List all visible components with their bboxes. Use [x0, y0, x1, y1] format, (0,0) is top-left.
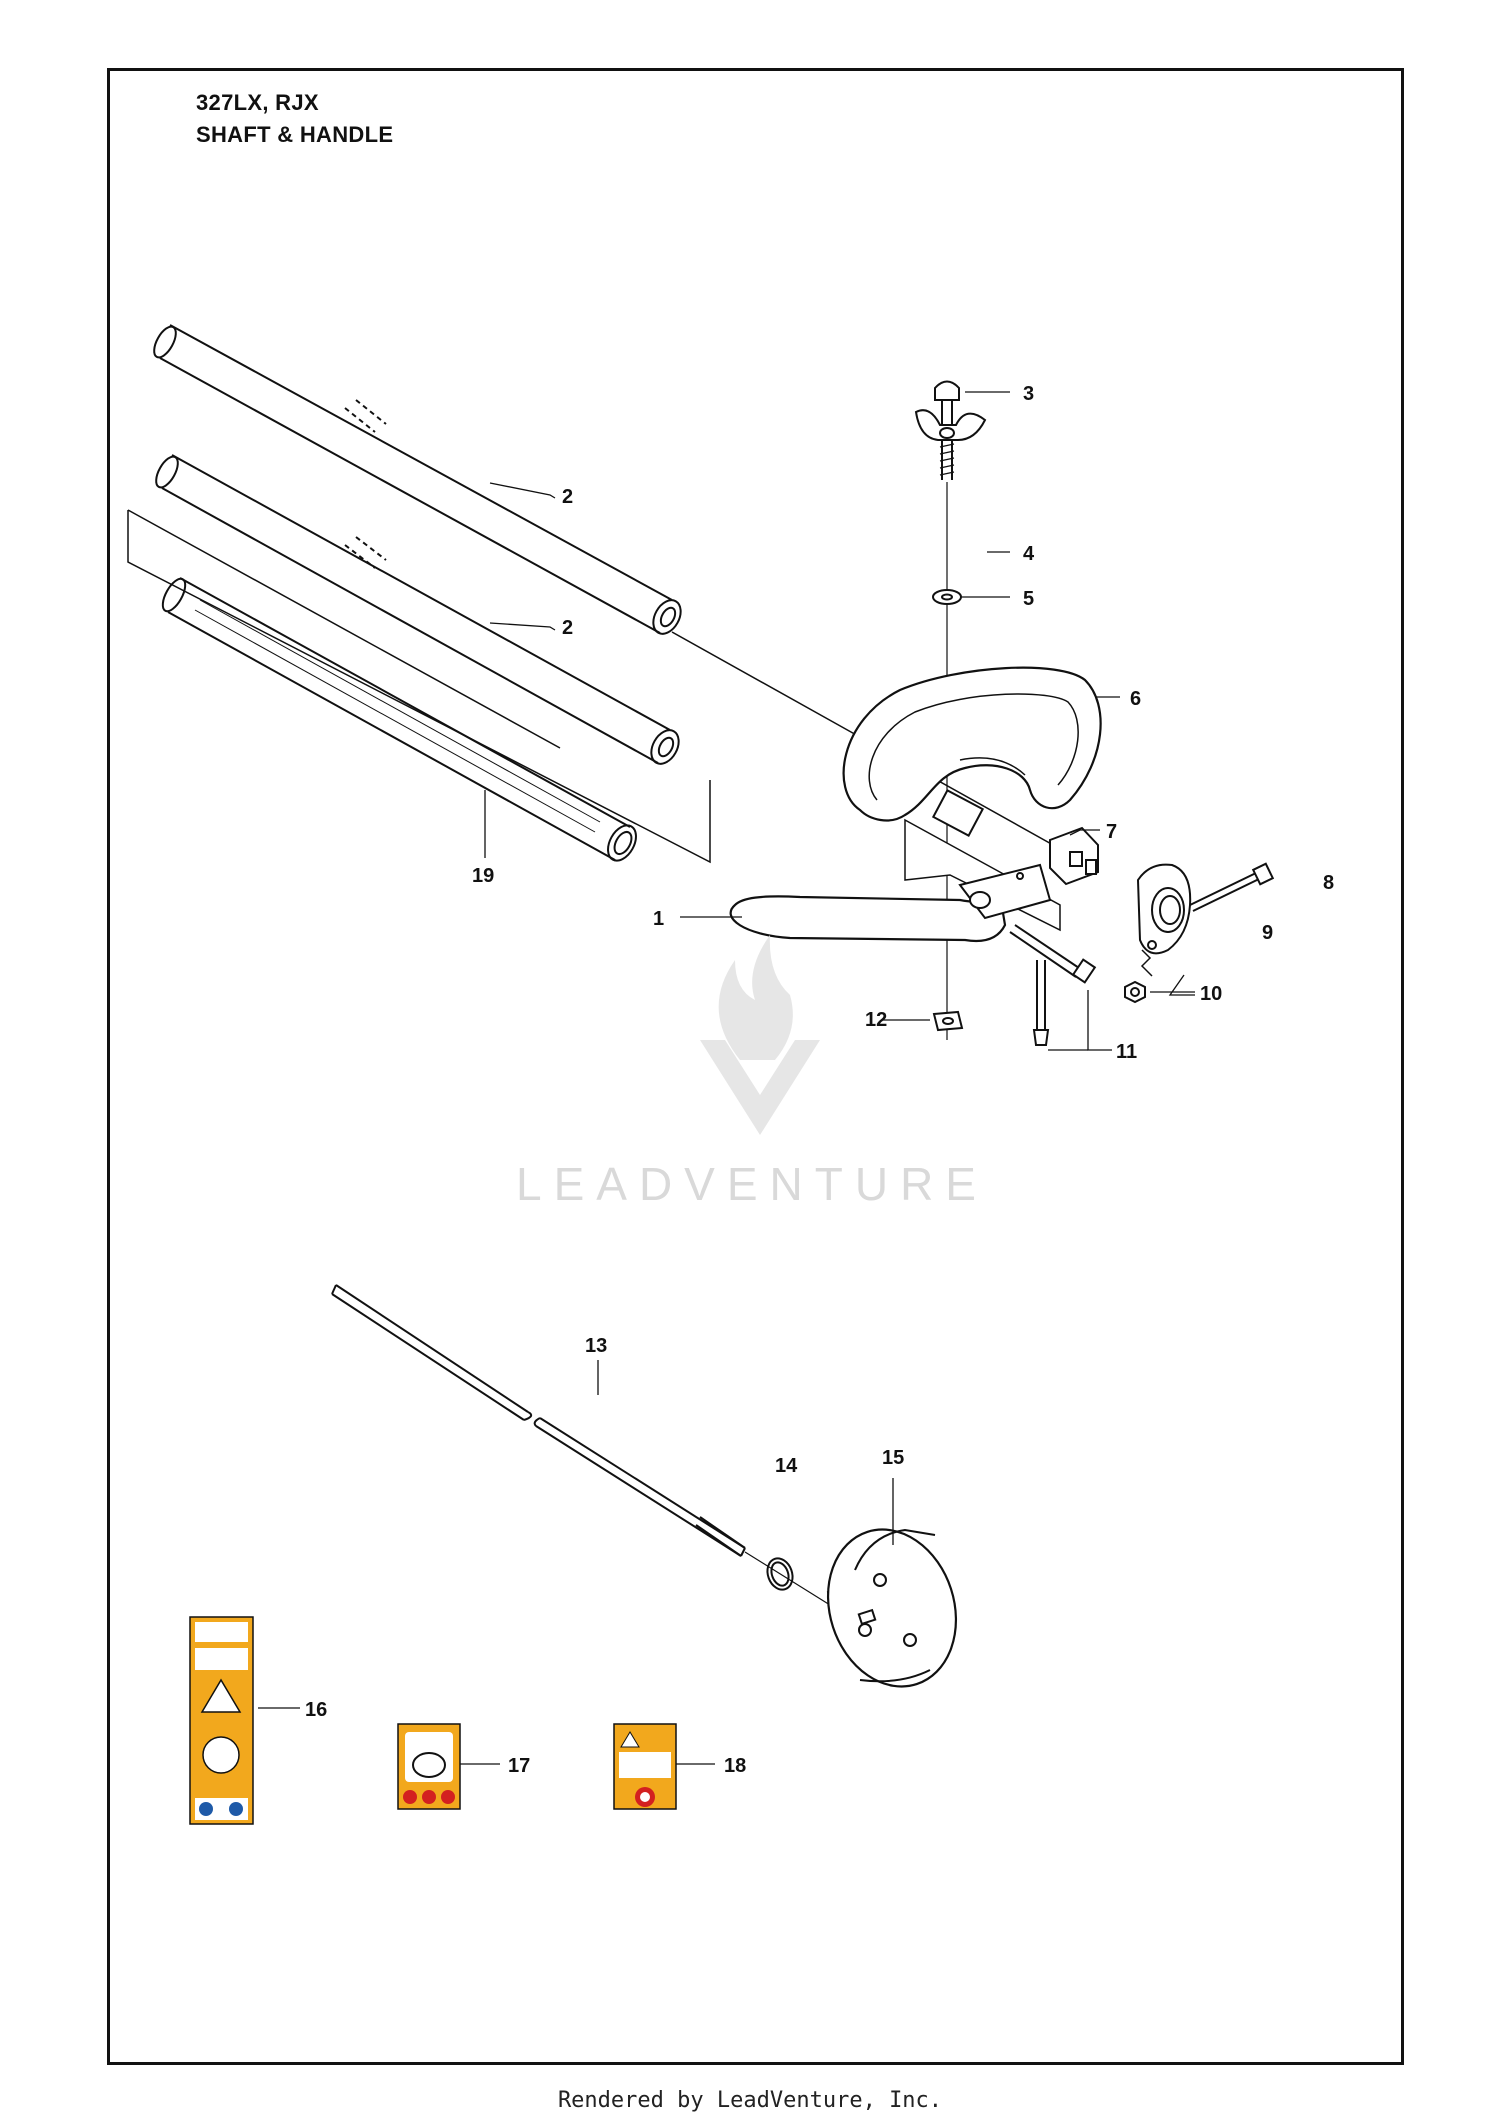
watermark-logo	[700, 935, 820, 1135]
clutch-drum-15	[826, 1528, 958, 1688]
washer-5	[932, 589, 962, 605]
bolt-11	[1009, 924, 1097, 1046]
section-title: SHAFT & HANDLE	[196, 122, 394, 147]
callout-8: 8	[1323, 872, 1334, 894]
decal-16	[189, 1616, 254, 1825]
drive-shaft-13	[331, 1284, 746, 1557]
callout-10: 10	[1200, 983, 1222, 1005]
screw-8	[1189, 862, 1275, 912]
loop-handle-6	[842, 666, 1102, 837]
callout-6: 6	[1130, 688, 1141, 710]
callout-1: 1	[653, 908, 664, 930]
grip-tube	[161, 577, 637, 862]
decal-18	[613, 1723, 677, 1810]
diagram-frame	[107, 68, 1404, 2065]
callout-2a: 2	[562, 486, 573, 508]
nut-10	[1124, 980, 1146, 1004]
front-handle-1	[729, 863, 1052, 943]
callout-13: 13	[585, 1335, 607, 1357]
callout-5: 5	[1023, 588, 1034, 610]
callout-16: 16	[305, 1699, 327, 1721]
callout-7: 7	[1106, 821, 1117, 843]
callout-9: 9	[1262, 922, 1273, 944]
decal-17	[397, 1723, 461, 1810]
snap-ring-14	[766, 1557, 794, 1591]
callout-2b: 2	[562, 617, 573, 639]
shaft-tube-lower	[155, 454, 680, 765]
callout-11: 11	[1116, 1041, 1137, 1063]
callout-14: 14	[775, 1455, 798, 1477]
wing-nut-4	[914, 409, 987, 441]
callout-12: 12	[865, 1009, 887, 1031]
footer-credit: Rendered by LeadVenture, Inc.	[557, 2088, 943, 2113]
callout-17: 17	[508, 1755, 530, 1777]
square-nut-12	[932, 1010, 964, 1032]
callout-18: 18	[724, 1755, 746, 1777]
watermark-text: LEADVENTURE	[516, 1158, 988, 1210]
callout-4: 4	[1023, 543, 1035, 565]
callout-15: 15	[882, 1447, 904, 1469]
handle-clamp-housing	[1136, 863, 1192, 977]
shaft-tube-upper	[153, 324, 682, 635]
callout-19: 19	[472, 865, 494, 887]
clamp-block-7	[1049, 826, 1099, 886]
callout-3: 3	[1023, 383, 1034, 405]
model-title: 327LX, RJX	[196, 90, 319, 115]
